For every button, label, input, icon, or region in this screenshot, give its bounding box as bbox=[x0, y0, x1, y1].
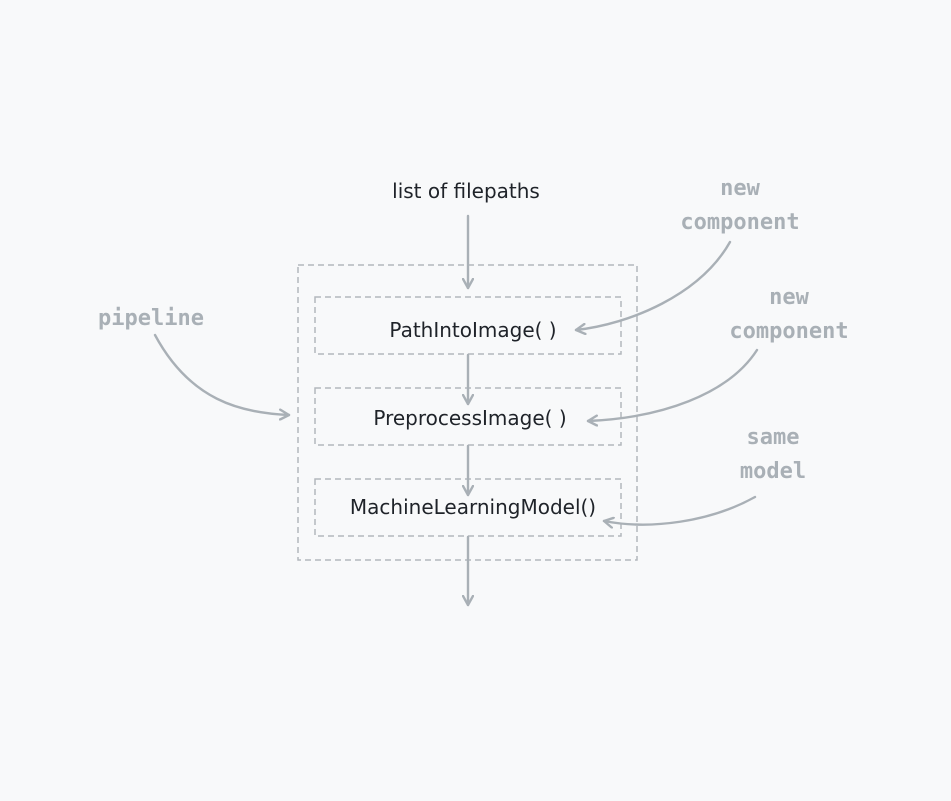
pipeline-annotation-text: pipeline bbox=[98, 306, 204, 331]
annotation-line1: new bbox=[720, 176, 760, 201]
input-label: list of filepaths bbox=[392, 179, 540, 203]
pipeline-annotation-arrow bbox=[153, 333, 291, 415]
annotation-arrow-preprocess-image bbox=[586, 348, 759, 421]
step-label-ml-model: MachineLearningModel() bbox=[349, 495, 597, 519]
annotation-line1: same bbox=[746, 425, 800, 450]
step-label-path-into-image: PathIntoImage( ) bbox=[389, 318, 557, 342]
annotation-arrow-path-into-image bbox=[574, 240, 732, 330]
annotation-new-component-2: new component bbox=[729, 281, 848, 349]
annotation-line2: model bbox=[739, 459, 807, 484]
annotation-line1: new bbox=[769, 285, 809, 310]
annotation-same-model: same model bbox=[740, 421, 806, 489]
step-label-preprocess-image: PreprocessImage( ) bbox=[373, 406, 567, 430]
pipeline-annotation: pipeline bbox=[98, 302, 204, 336]
annotation-line2: component bbox=[729, 319, 849, 344]
annotation-new-component-1: new component bbox=[680, 172, 799, 240]
annotation-line2: component bbox=[680, 210, 800, 235]
annotation-arrow-ml-model bbox=[602, 495, 757, 525]
